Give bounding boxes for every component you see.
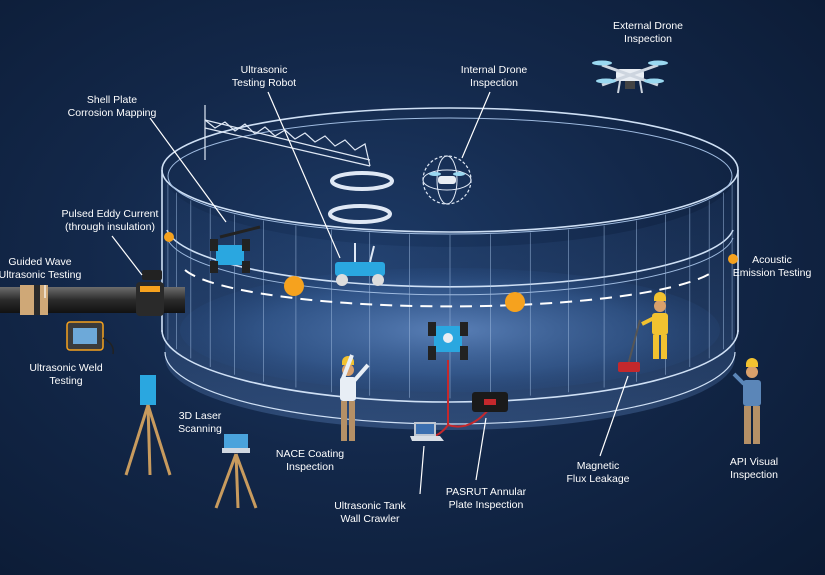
label-ut-robot: Ultrasonic Testing Robot [231,64,297,89]
drone-icon [422,155,472,205]
label-nace: NACE Coating Inspection [275,448,345,473]
tripod-icon [214,434,258,509]
acoustic-sensors [164,232,738,312]
laser-scanner-icon [124,375,172,476]
crawler-icon [428,322,468,360]
label-crawler: Ultrasonic Tank Wall Crawler [334,500,406,525]
label-api-visual: API Visual Inspection [729,456,779,481]
label-internal-drone: Internal Drone Inspection [460,64,528,89]
robot-icon [210,225,261,273]
label-laser-scan: 3D Laser Scanning [178,410,222,435]
label-pulsed-eddy: Pulsed Eddy Current (through insulation) [61,208,159,233]
worker-icon [340,354,370,441]
floating-rings [328,171,394,224]
pulsed-eddy-probe [142,270,162,280]
worker-icon [732,358,761,444]
roof-truss [204,105,371,167]
label-shell-plate: Shell Plate Corrosion Mapping [67,94,157,119]
callout-lines [44,91,629,495]
mfl-scanner [618,319,641,372]
laptop-icon [410,422,444,441]
label-mfl: Magnetic Flux Leakage [566,460,630,485]
pipe-icon [0,282,185,316]
label-guided-wave: Guided Wave Ultrasonic Testing [0,256,82,281]
ut-weld-instrument [66,321,115,355]
drone-icon [592,60,668,94]
label-acoustic: Acoustic Emission Testing [732,254,812,279]
label-ut-weld: Ultrasonic Weld Testing [29,362,103,387]
pasrut-device [472,392,508,412]
label-pasrut: PASRUT Annular Plate Inspection [445,486,527,511]
label-external-drone: External Drone Inspection [612,20,684,45]
worker-icon [641,292,668,359]
robot-icon [335,243,385,286]
